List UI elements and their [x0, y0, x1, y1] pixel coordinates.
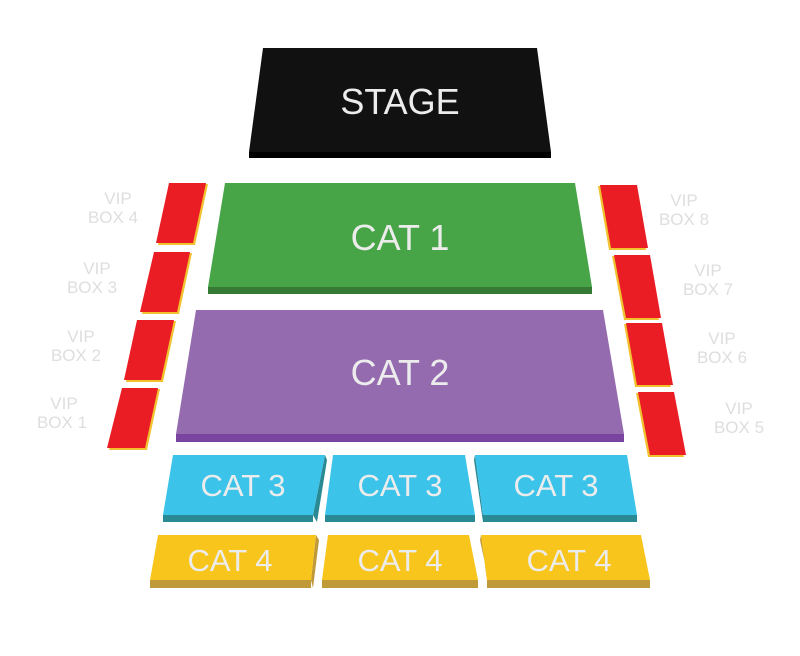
cat-4-label: CAT 4: [358, 543, 443, 578]
section-cat-4-left[interactable]: CAT 4: [150, 535, 319, 588]
svg-text:VIP: VIP: [708, 329, 735, 348]
svg-text:BOX 7: BOX 7: [683, 280, 733, 299]
svg-text:VIP: VIP: [694, 261, 721, 280]
vip-box-1[interactable]: [107, 388, 160, 450]
section-cat-4-center[interactable]: CAT 4: [322, 535, 478, 588]
svg-text:BOX 5: BOX 5: [714, 418, 764, 437]
vip-box-5[interactable]: [636, 392, 686, 457]
stage-label: STAGE: [340, 81, 459, 122]
section-cat-2[interactable]: CAT 2: [176, 310, 624, 442]
section-cat-3-right[interactable]: CAT 3: [474, 455, 637, 522]
cat-3-label: CAT 3: [358, 468, 443, 503]
vip-box-2[interactable]: [124, 320, 176, 382]
svg-text:VIP: VIP: [83, 259, 110, 278]
svg-text:BOX 8: BOX 8: [659, 210, 709, 229]
vip-box-5-label: VIP BOX 5: [714, 399, 764, 437]
vip-box-4-label: VIP BOX 4: [88, 189, 138, 227]
svg-text:BOX 6: BOX 6: [697, 348, 747, 367]
section-cat-3-left[interactable]: CAT 3: [163, 455, 327, 522]
svg-text:VIP: VIP: [670, 191, 697, 210]
cat-2-label: CAT 2: [351, 352, 450, 393]
cat-1-label: CAT 1: [351, 217, 450, 258]
vip-box-6[interactable]: [624, 323, 673, 387]
stage: STAGE: [249, 48, 551, 158]
cat-4-label: CAT 4: [527, 543, 612, 578]
vip-box-4[interactable]: [156, 183, 208, 245]
vip-box-3-label: VIP BOX 3: [67, 259, 117, 297]
vip-box-1-label: VIP BOX 1: [37, 394, 87, 432]
svg-text:BOX 4: BOX 4: [88, 208, 138, 227]
vip-box-3[interactable]: [140, 252, 192, 314]
vip-box-8-label: VIP BOX 8: [659, 191, 709, 229]
cat-4-label: CAT 4: [188, 543, 273, 578]
svg-text:VIP: VIP: [50, 394, 77, 413]
section-cat-3-center[interactable]: CAT 3: [325, 455, 475, 522]
svg-text:VIP: VIP: [725, 399, 752, 418]
svg-text:BOX 3: BOX 3: [67, 278, 117, 297]
vip-box-8[interactable]: [598, 185, 648, 250]
cat-3-label: CAT 3: [201, 468, 286, 503]
vip-box-7-label: VIP BOX 7: [683, 261, 733, 299]
vip-box-2-label: VIP BOX 2: [51, 327, 101, 365]
svg-text:VIP: VIP: [104, 189, 131, 208]
cat-3-label: CAT 3: [514, 468, 599, 503]
svg-text:BOX 1: BOX 1: [37, 413, 87, 432]
svg-text:BOX 2: BOX 2: [51, 346, 101, 365]
svg-text:VIP: VIP: [67, 327, 94, 346]
vip-box-7[interactable]: [612, 255, 661, 320]
section-cat-4-right[interactable]: CAT 4: [480, 535, 650, 588]
section-cat-1[interactable]: CAT 1: [208, 183, 592, 294]
vip-box-6-label: VIP BOX 6: [697, 329, 747, 367]
